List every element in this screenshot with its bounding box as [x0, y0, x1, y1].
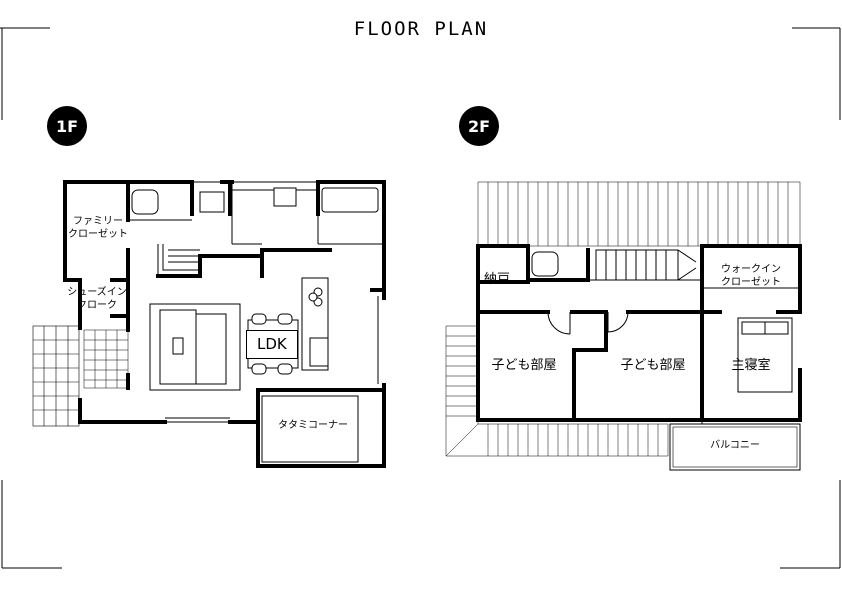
interior-lines-1f: [128, 181, 384, 463]
walls-2f: [476, 244, 802, 422]
floor-badge-1f: 1F: [47, 106, 87, 146]
room-label-ldk: LDK: [246, 330, 298, 359]
crop-marks: [0, 27, 841, 569]
interior-lines-2f: [520, 249, 800, 424]
floor2-plan: [445, 181, 802, 471]
room-label-master-bedroom: 主寝室: [731, 358, 771, 373]
room-label-family-closet: ファミリー クローゼット: [68, 216, 128, 240]
balcony-outline: [669, 423, 801, 471]
room-label-walkin-closet: ウォークイン クローゼット: [721, 264, 781, 288]
page-title: FLOOR PLAN: [353, 18, 489, 40]
fixtures-1f: [131, 187, 379, 385]
entry-deck: [32, 325, 80, 427]
room-label-kids-room-1: 子ども部屋: [491, 358, 557, 373]
room-label-shoe-closet: シューズイン クローク: [67, 287, 127, 311]
room-label-balcony: バルコニー: [710, 440, 760, 451]
floor-badge-2f: 2F: [459, 106, 499, 146]
floor1-plan: [32, 180, 386, 468]
fixtures-2f: [531, 251, 559, 277]
roof-hatch: [445, 181, 801, 457]
room-label-storage: 納戸: [484, 272, 511, 287]
entrance-tiles: [83, 329, 129, 389]
room-label-tatami: タタミコーナー: [272, 420, 354, 433]
room-label-kids-room-2: 子ども部屋: [620, 358, 686, 373]
